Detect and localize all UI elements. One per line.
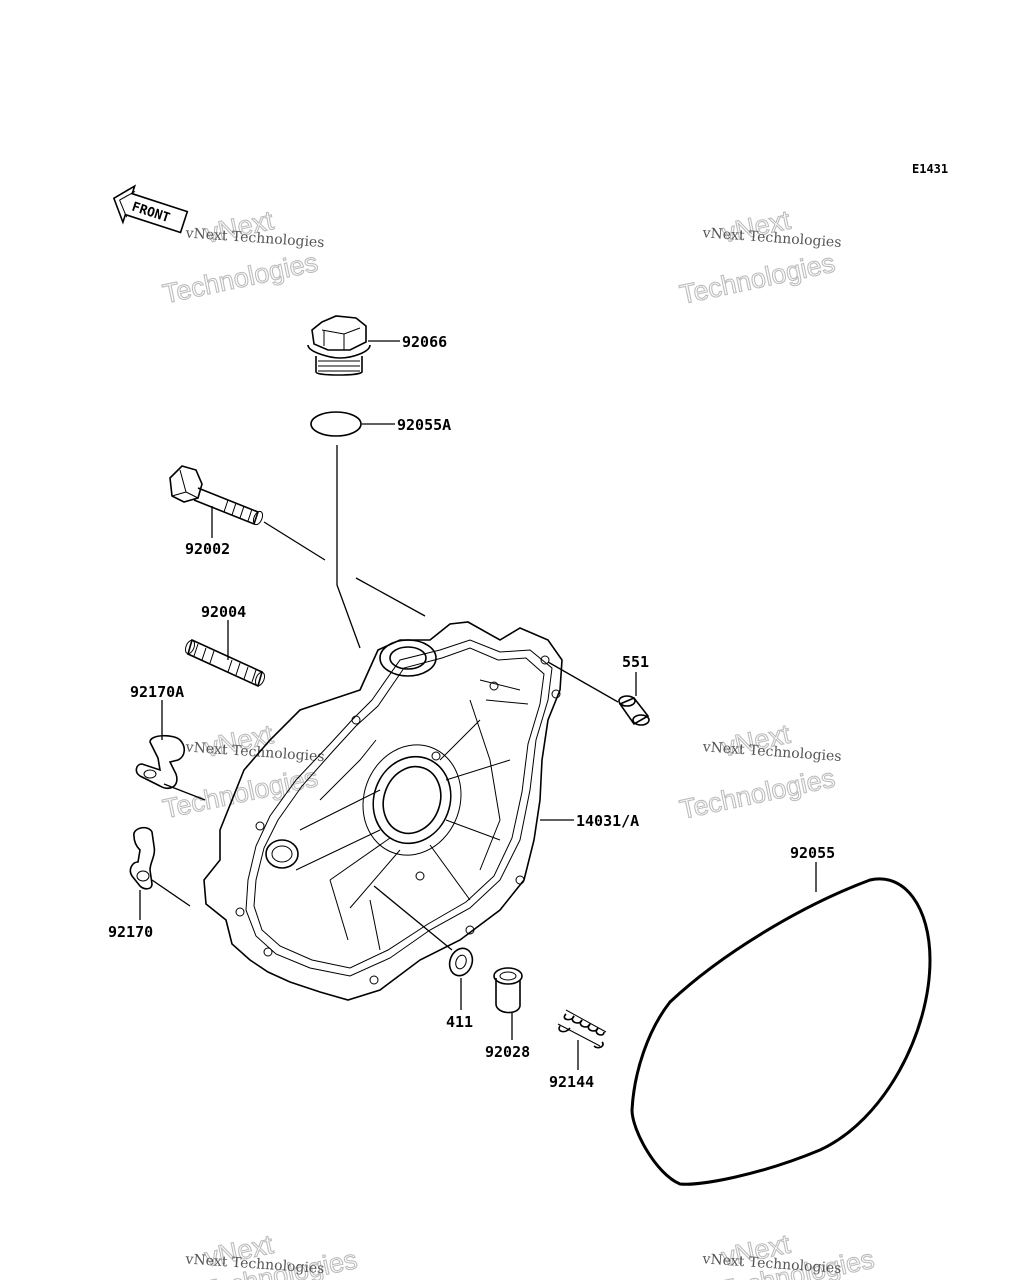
label-92002: 92002	[185, 540, 230, 558]
front-arrow-icon: FRONT	[112, 184, 189, 234]
label-411: 411	[446, 1013, 473, 1031]
clamp-92170	[129, 826, 156, 890]
dowel-551	[618, 695, 650, 726]
label-92004: 92004	[201, 603, 246, 621]
cover-14031A	[203, 621, 563, 1001]
watermark-small: vNext Technologies	[701, 739, 842, 765]
seal-411	[448, 947, 474, 977]
oil-plug-92066	[307, 315, 371, 376]
label-92170A: 92170A	[130, 683, 184, 701]
label-92066: 92066	[402, 333, 447, 351]
watermark-mid-right: vNext Technologies vNext Technologies	[677, 718, 842, 825]
o-ring-92055A	[310, 411, 362, 437]
clamp-92170A	[135, 734, 186, 790]
label-551: 551	[622, 653, 649, 671]
label-92055A: 92055A	[397, 416, 451, 434]
label-92028: 92028	[485, 1043, 530, 1061]
label-92055: 92055	[790, 844, 835, 862]
watermark-small: vNext Technologies	[184, 739, 325, 765]
stud-92004	[184, 638, 266, 688]
diagram-code: E1431	[912, 162, 948, 176]
label-92170: 92170	[108, 923, 153, 941]
watermark-line2: Technologies	[677, 763, 837, 825]
collar-92028	[493, 967, 523, 1014]
watermark-line2: Technologies	[677, 248, 837, 310]
gasket-92055	[630, 877, 932, 1186]
spring-92144	[557, 1009, 607, 1049]
label-14031A: 14031/A	[576, 812, 639, 830]
watermark-bottom-left: vNext Technologies vNext Technologies	[184, 1229, 360, 1280]
watermark-top-right: vNext Technologies vNext Technologies	[677, 204, 842, 310]
watermark-line2: Technologies	[160, 247, 320, 309]
watermark-bottom-right: vNext Technologies vNext Technologies	[701, 1228, 877, 1280]
bolt-92002	[169, 465, 264, 526]
label-92144: 92144	[549, 1073, 594, 1091]
